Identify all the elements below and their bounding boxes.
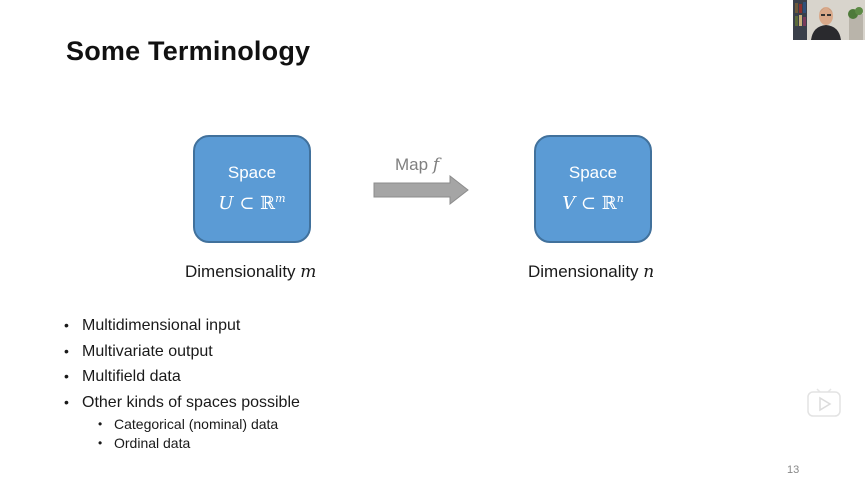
webcam-image xyxy=(793,0,865,40)
map-label-text: Map xyxy=(395,155,429,174)
space-v-set: V xyxy=(562,193,576,214)
map-variable: f xyxy=(432,155,440,175)
space-v-field: ℝ xyxy=(601,193,617,214)
space-u-subset-symbol: ⊂ xyxy=(239,193,255,214)
bullet-item-text: Other kinds of spaces possible xyxy=(82,393,300,411)
space-u-label: Space xyxy=(227,163,277,182)
presenter-webcam-icon xyxy=(793,0,865,40)
dimensionality-v-text: Dimensionality xyxy=(528,262,639,281)
space-u-box: Space U ⊂ ℝm xyxy=(193,135,311,243)
dimensionality-v-variable: n xyxy=(643,262,655,282)
map-arrow-icon xyxy=(373,175,469,205)
space-v-label: Space xyxy=(568,163,618,182)
space-v-box: Space V ⊂ ℝn xyxy=(534,135,652,243)
space-v-formula: V ⊂ ℝn xyxy=(536,187,650,216)
page-number: 13 xyxy=(787,464,800,476)
space-u-field: ℝ xyxy=(260,193,276,214)
sub-bullet-list: Categorical (nominal) data Ordinal data xyxy=(82,415,300,453)
bullet-item-with-subitems: Other kinds of spaces possible Categoric… xyxy=(64,390,300,454)
space-v-exponent: n xyxy=(616,192,624,205)
space-v-subset-symbol: ⊂ xyxy=(580,193,597,214)
map-label: Map f xyxy=(395,155,439,175)
sub-bullet-item: Ordinal data xyxy=(98,434,300,453)
bullet-item: Multidimensional input xyxy=(64,313,300,339)
space-u-formula: U ⊂ ℝm xyxy=(195,187,309,216)
bullet-item: Multivariate output xyxy=(64,339,300,365)
dimensionality-u-text: Dimensionality xyxy=(185,262,296,281)
dimensionality-v-label: Dimensionality n xyxy=(528,262,654,282)
space-u-exponent: m xyxy=(275,192,286,205)
play-icon[interactable] xyxy=(806,386,842,418)
space-u-set: U xyxy=(218,193,234,214)
dimensionality-u-variable: m xyxy=(300,262,317,282)
sub-bullet-item: Categorical (nominal) data xyxy=(98,415,300,434)
bullet-item: Multifield data xyxy=(64,364,300,390)
bullet-list: Multidimensional input Multivariate outp… xyxy=(64,313,300,453)
slide-title: Some Terminology xyxy=(66,36,311,66)
dimensionality-u-label: Dimensionality m xyxy=(185,262,316,282)
